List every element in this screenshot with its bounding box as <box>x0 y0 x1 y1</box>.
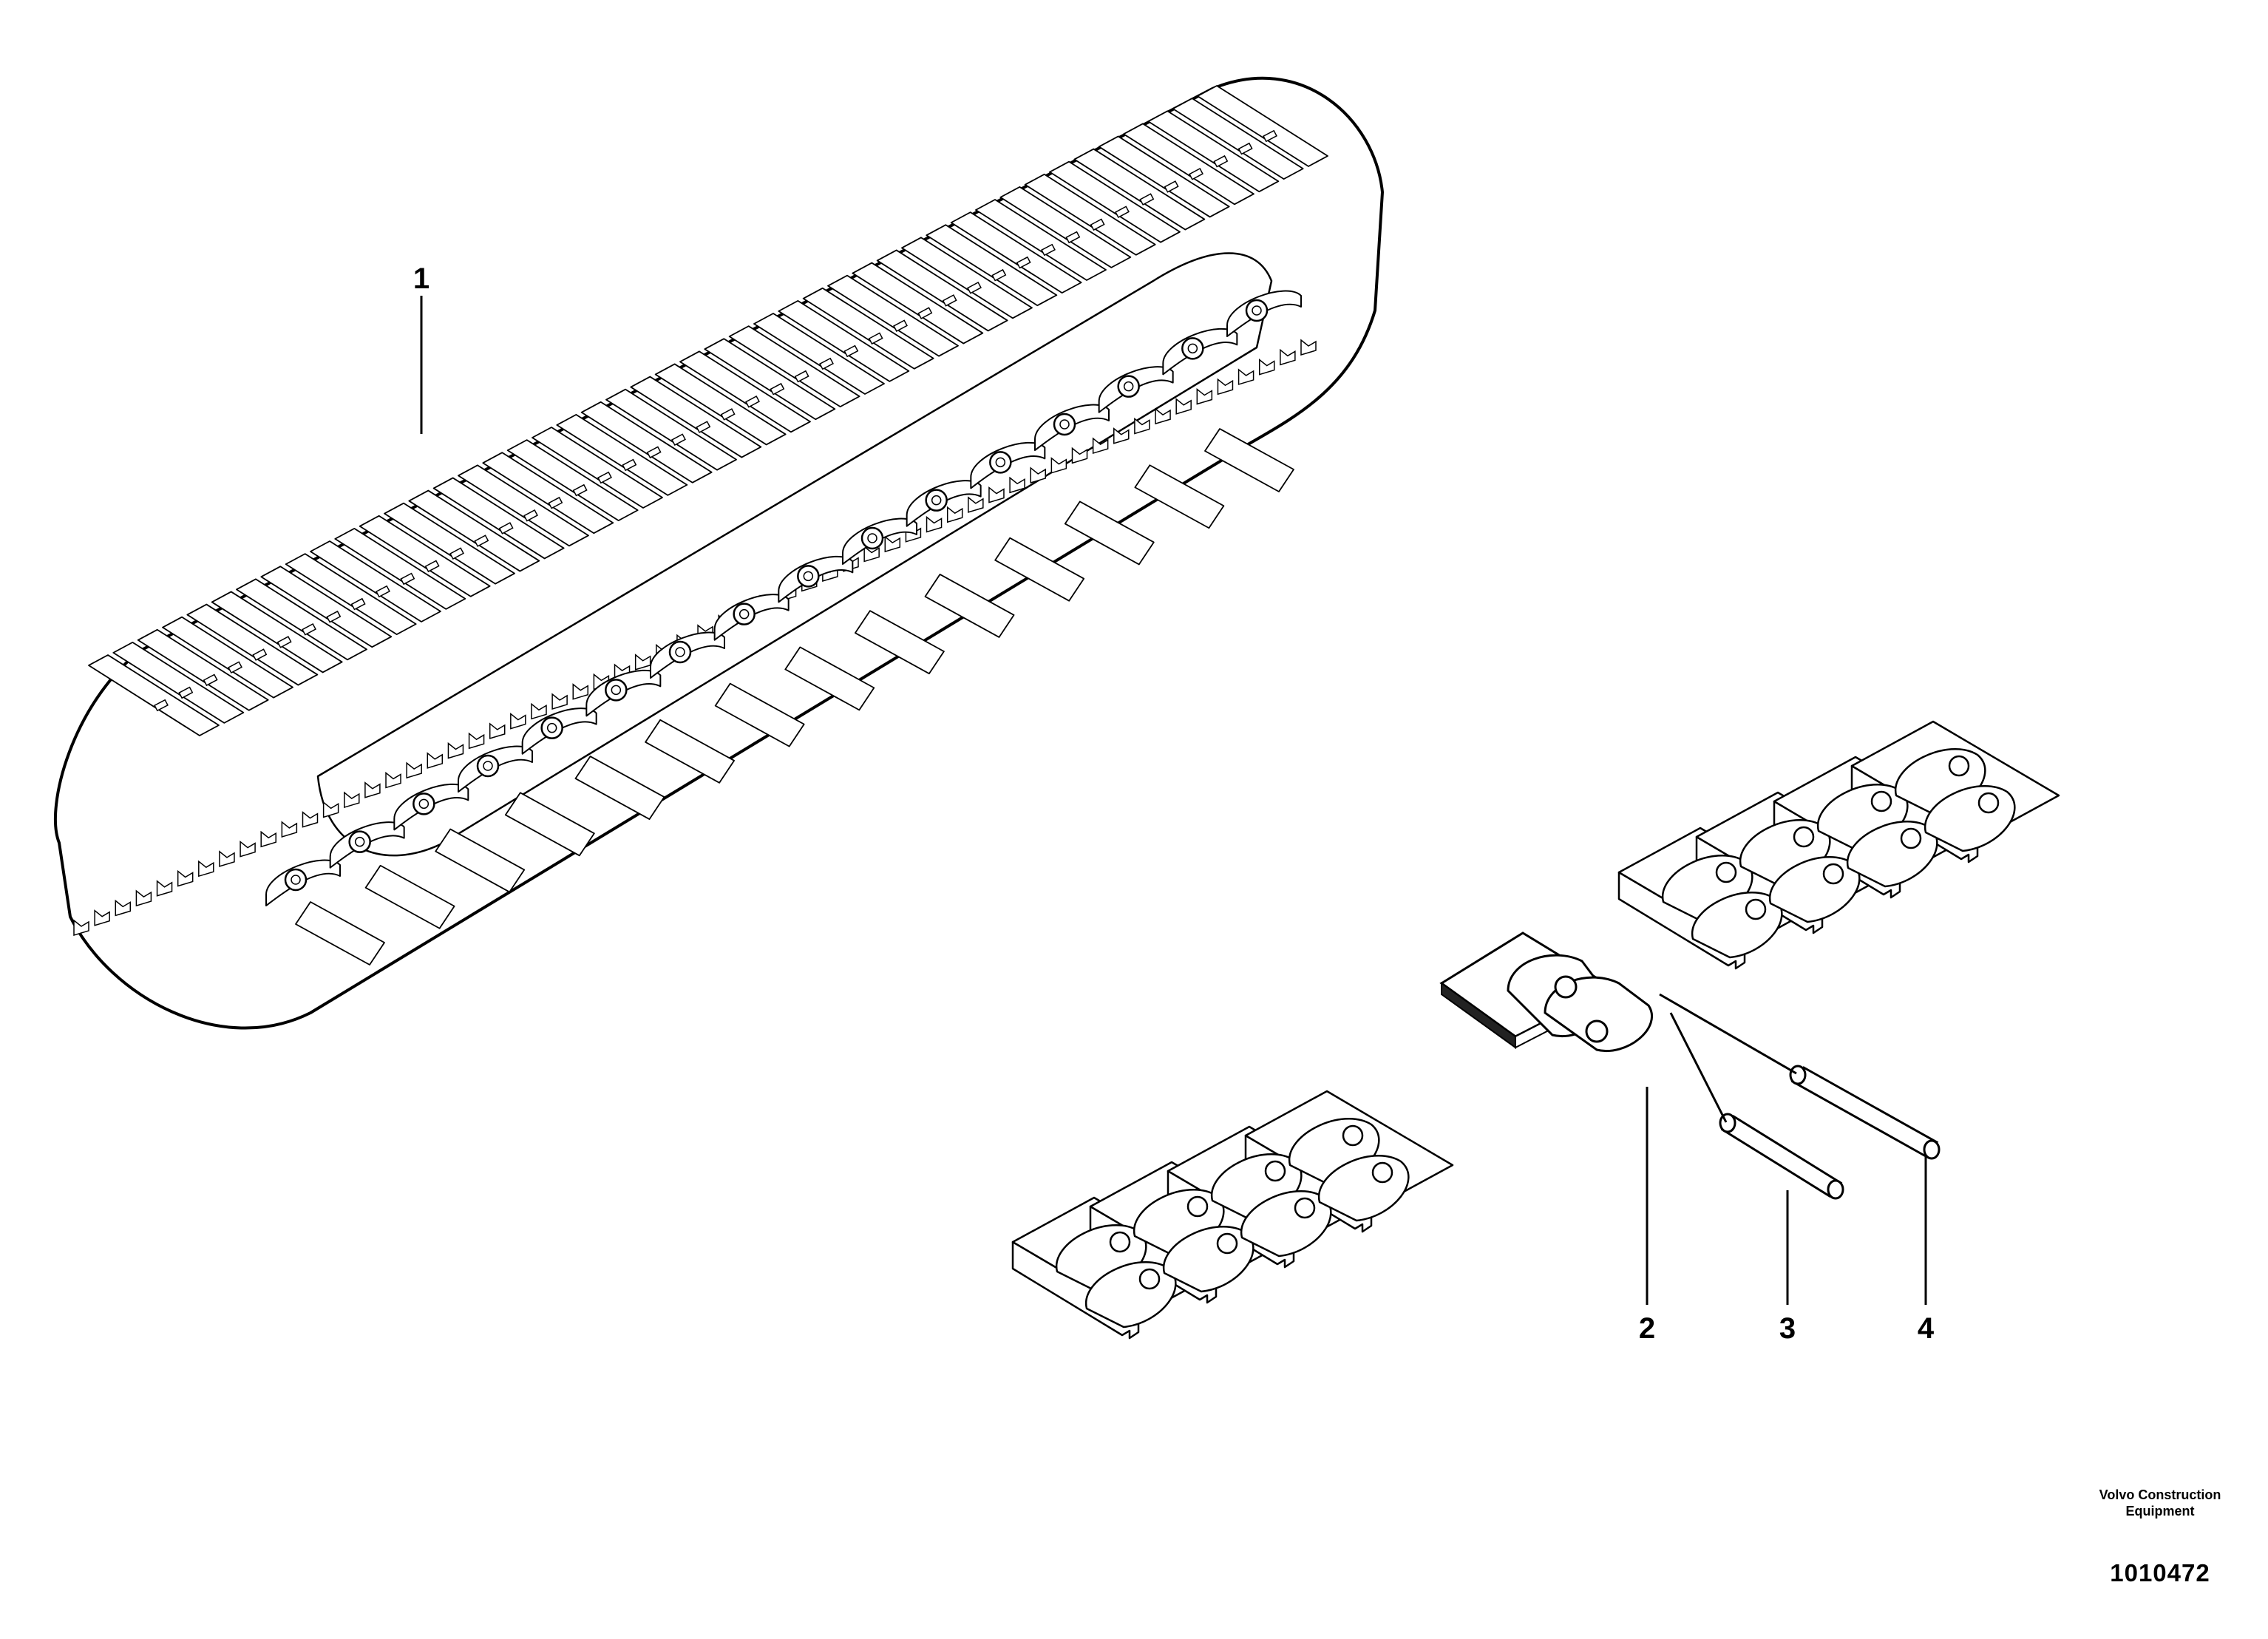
track-assembly-drawing <box>53 76 1384 1030</box>
track-pins <box>1719 1065 1941 1200</box>
track-shoe-part <box>1439 932 1654 1052</box>
manufacturer-line-1: Volvo Construction <box>2099 1487 2221 1502</box>
callout-4: 4 <box>1918 1312 1935 1345</box>
track-segment-left <box>1011 1090 1454 1340</box>
pin-3 <box>1719 1113 1844 1200</box>
callout-leader-lines <box>420 296 1927 1305</box>
callout-3: 3 <box>1779 1312 1796 1345</box>
manufacturer-line-2: Equipment <box>2125 1504 2195 1518</box>
track-segment-right <box>1617 720 2060 970</box>
figure-number: 1010472 <box>2110 1559 2210 1587</box>
explode-line-3 <box>1669 1012 1728 1123</box>
pin-4 <box>1789 1065 1941 1160</box>
callout-2: 2 <box>1639 1312 1655 1345</box>
explode-line-4 <box>1659 993 1797 1075</box>
manufacturer-label: Volvo Construction Equipment <box>2086 1487 2234 1519</box>
callout-1: 1 <box>413 262 430 295</box>
